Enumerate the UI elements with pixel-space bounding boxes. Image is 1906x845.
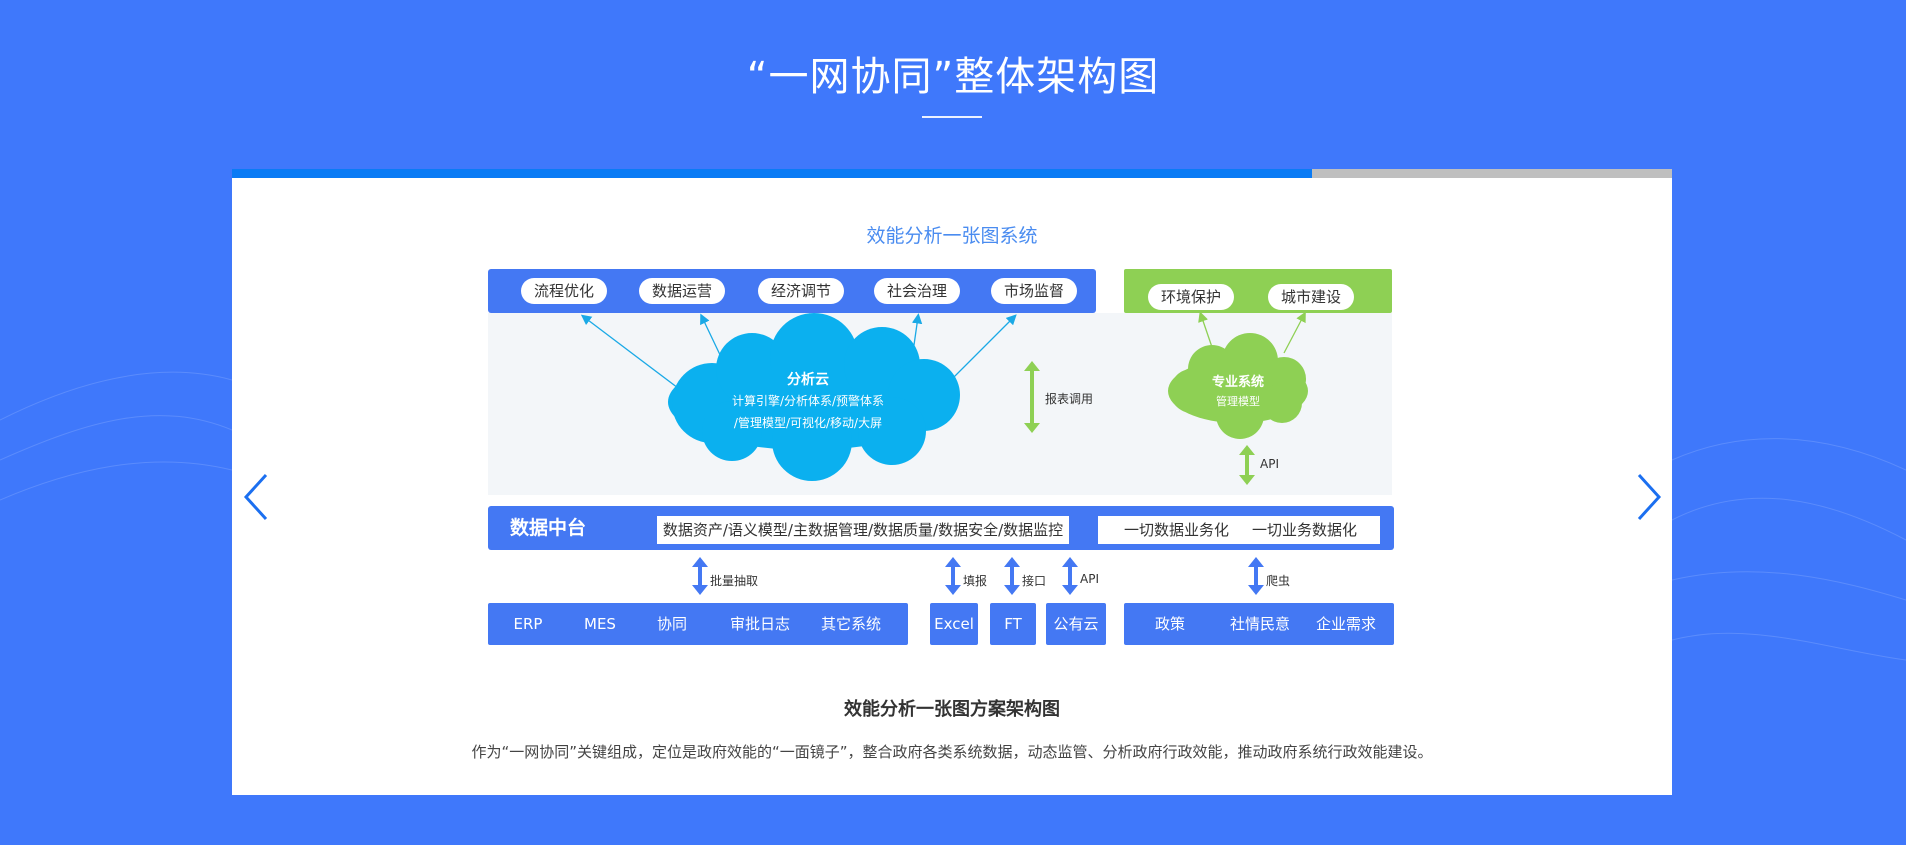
excel-box xyxy=(930,603,978,645)
carousel-next-button[interactable] xyxy=(1629,470,1669,524)
source-systems-box xyxy=(488,603,908,645)
public-cloud-label: 公有云 xyxy=(1053,615,1099,633)
data-business-right: 一切业务数据化 xyxy=(1252,521,1358,539)
data-business-left: 一切数据业务化 xyxy=(1124,521,1230,539)
pill-market-supervision: 市场监督 xyxy=(991,278,1077,304)
pill-city-construction: 城市建设 xyxy=(1268,284,1354,310)
report-label: 报表调用 xyxy=(1045,392,1094,406)
analysis-cloud-shape xyxy=(668,313,960,481)
source-mes: MES xyxy=(584,615,616,633)
ft-label: FT xyxy=(1004,615,1022,633)
professional-cloud-shape xyxy=(1168,333,1308,439)
analysis-cloud-line2: /管理模型/可视化/移动/大屏 xyxy=(733,416,883,430)
pill-process-optimize: 流程优化 xyxy=(521,278,607,304)
public-cloud-box xyxy=(1046,603,1106,645)
data-capabilities-box: 数据资产/语义模型/主数据管理/数据质量/数据安全/数据监控 xyxy=(657,516,1069,544)
ft-box xyxy=(990,603,1036,645)
caption-description: 作为“一网协同”关键组成，定位是政府效能的“一面镜子”，整合政府各类系统数据，动… xyxy=(471,743,1433,761)
connector-fill: 填报 xyxy=(963,574,988,588)
pill-economic-regulation: 经济调节 xyxy=(758,278,844,304)
data-middle-platform-title: 数据中台 xyxy=(510,517,587,539)
caption-title: 效能分析一张图方案架构图 xyxy=(844,699,1060,720)
slide-card: 效能分析一张图系统 流程优化 数据运营 经济调节 社会治理 市场监督 环境保护 … xyxy=(232,169,1672,795)
page-title: “一网协同”整体架构图 xyxy=(746,54,1160,100)
connector-crawler: 爬虫 xyxy=(1266,574,1291,588)
title-underline xyxy=(922,116,982,118)
pill-environment: 环境保护 xyxy=(1148,284,1234,310)
external-public-opinion: 社情民意 xyxy=(1229,615,1290,633)
data-business-box: 一切数据业务化 一切业务数据化 xyxy=(1098,516,1380,544)
connector-batch: 批量抽取 xyxy=(710,574,759,588)
source-erp: ERP xyxy=(513,615,543,633)
pro-cloud-title: 专业系统 xyxy=(1211,375,1264,390)
external-enterprise-demand: 企业需求 xyxy=(1315,615,1376,633)
pill-social-governance: 社会治理 xyxy=(874,278,960,304)
connector-port: 接口 xyxy=(1022,574,1047,588)
source-collab: 协同 xyxy=(656,615,687,633)
source-approval-log: 审批日志 xyxy=(729,615,790,633)
source-other: 其它系统 xyxy=(820,615,881,633)
external-policy: 政策 xyxy=(1154,615,1185,633)
architecture-diagram: 效能分析一张图系统 流程优化 数据运营 经济调节 社会治理 市场监督 环境保护 … xyxy=(232,169,1672,795)
excel-label: Excel xyxy=(934,615,974,633)
external-data-box xyxy=(1124,603,1394,645)
chevron-right-icon xyxy=(1637,473,1662,521)
pro-cloud-subtitle: 管理模型 xyxy=(1216,395,1260,408)
connector-api: API xyxy=(1080,572,1099,586)
diagram-graphics xyxy=(580,311,1308,595)
analysis-cloud-line1: 计算引擎/分析体系/预警体系 xyxy=(731,394,885,408)
chevron-left-icon xyxy=(243,473,268,521)
slide-progress-fill xyxy=(232,169,1312,178)
pill-data-ops: 数据运营 xyxy=(639,278,725,304)
api-label-top: API xyxy=(1260,457,1279,471)
diagram-title: 效能分析一张图系统 xyxy=(866,225,1038,247)
analysis-cloud-title: 分析云 xyxy=(787,372,829,388)
carousel-prev-button[interactable] xyxy=(236,470,276,524)
slide-progress-track xyxy=(232,169,1672,178)
